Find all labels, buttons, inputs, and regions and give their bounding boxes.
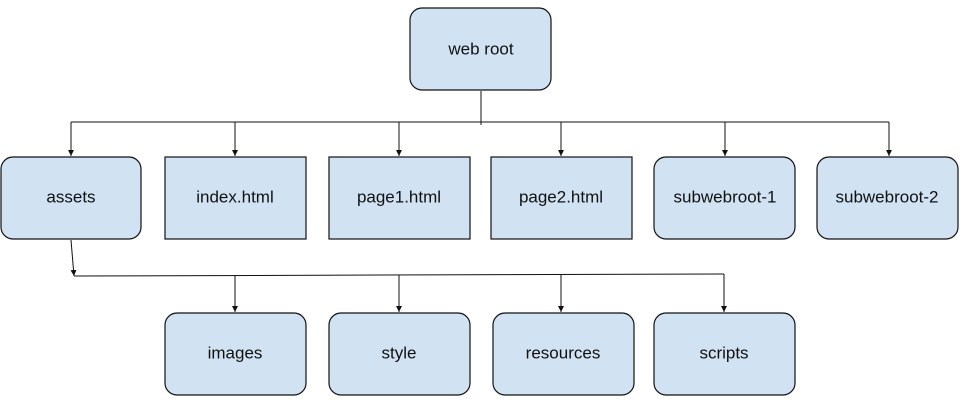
node-subwebroot-1-label: subwebroot-1 <box>673 187 776 206</box>
node-scripts-label: scripts <box>699 343 748 362</box>
node-scripts: scripts <box>653 312 796 396</box>
edges-assets <box>70 239 727 312</box>
node-resources-label: resources <box>526 343 601 362</box>
node-web-root-label: web root <box>447 39 513 58</box>
node-subwebroot-2: subwebroot-2 <box>816 156 959 240</box>
node-index-html-label: index.html <box>196 187 273 206</box>
node-style-label: style <box>382 343 417 362</box>
node-assets-label: assets <box>46 187 95 206</box>
edge-assets-trunk <box>70 239 77 277</box>
node-index-html: index.html <box>164 156 307 240</box>
edges-web-root <box>68 91 892 156</box>
node-style: style <box>328 312 471 396</box>
node-page1-html: page1.html <box>328 156 471 240</box>
node-web-root: web root <box>409 7 552 91</box>
node-page2-html: page2.html <box>490 156 633 240</box>
node-subwebroot-2-label: subwebroot-2 <box>835 187 938 206</box>
node-images-label: images <box>208 343 263 362</box>
node-images: images <box>164 312 307 396</box>
node-page2-html-label: page2.html <box>519 187 603 206</box>
node-subwebroot-1: subwebroot-1 <box>653 156 796 240</box>
node-assets: assets <box>0 156 142 240</box>
node-page1-html-label: page1.html <box>357 187 441 206</box>
node-resources: resources <box>492 312 635 396</box>
